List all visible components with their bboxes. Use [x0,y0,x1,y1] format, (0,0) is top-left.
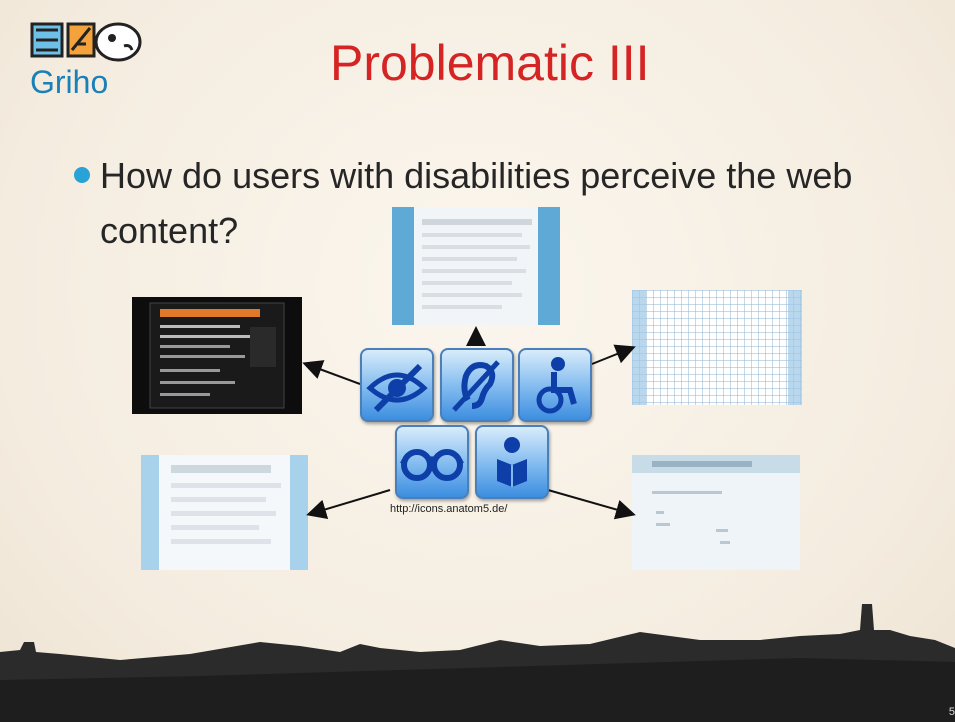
arrow-left-lower [306,489,391,519]
screenshot-thumb-grid [632,290,802,405]
page-number: 5 [948,706,955,718]
bullet-text: How do users with disabilities perceive … [100,155,853,251]
screenshot-thumb-dark [132,297,302,414]
griho-logo: Griho [28,20,148,110]
screenshot-thumb-lowvision [141,455,308,570]
logo-mark-icon [30,22,142,62]
icons-credit-link[interactable]: http://icons.anatom5.de/ [390,503,508,515]
arrow-right-upper [591,344,636,365]
glasses-icon [395,425,469,499]
deaf-ear-icon [440,348,514,422]
screenshot-thumb-blurred [392,207,560,325]
screenshot-thumb-text [632,455,800,570]
city-skyline [0,604,955,722]
blind-eye-icon [360,348,434,422]
arrow-left-upper [302,360,361,385]
logo-text: Griho [30,64,109,100]
arrow-right-lower [547,489,636,520]
reader-icon [475,425,549,499]
bullet-marker [74,167,90,183]
slide-title: Problematic III [330,35,650,91]
wheelchair-icon [518,348,592,422]
